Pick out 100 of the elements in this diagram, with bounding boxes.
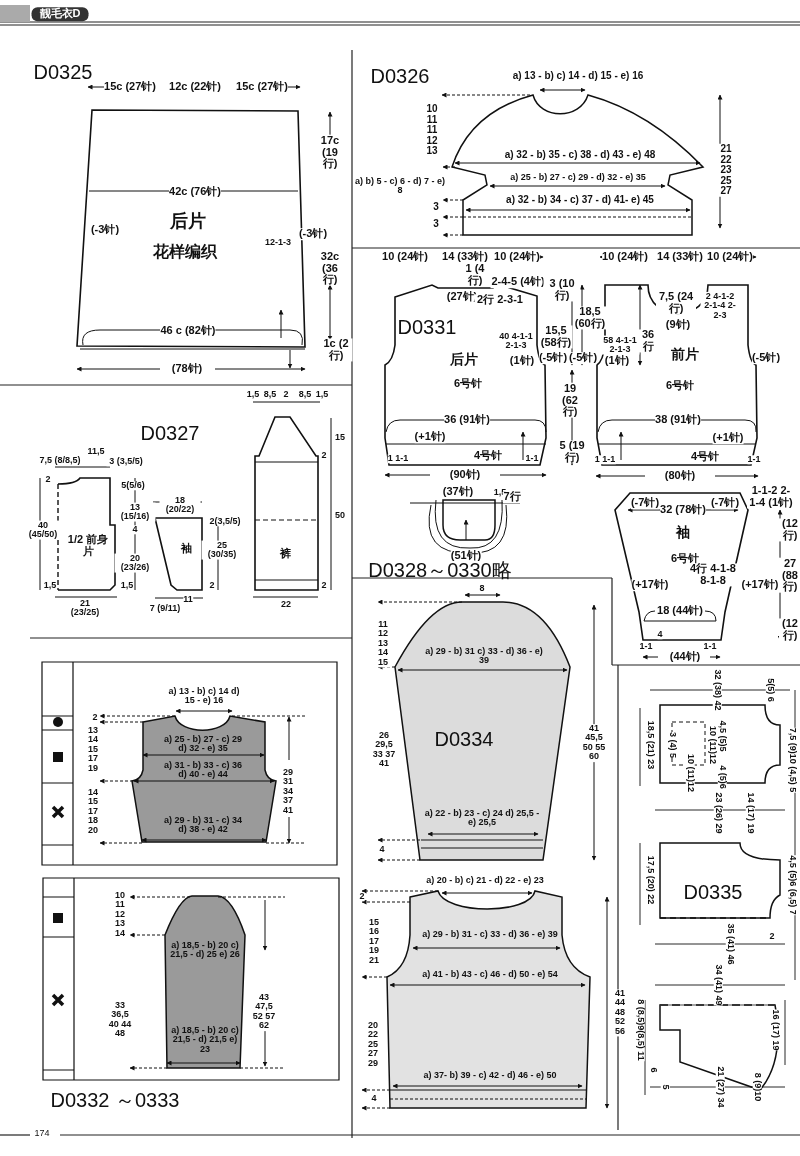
pattern-piece [58,478,116,591]
measurement-label: 5 [660,1084,670,1090]
measurement-label: 38 (91针) [655,414,701,426]
measurement-label: 13 14 15 17 19 [86,726,100,774]
piece-name: 袖 [180,541,192,555]
measurement-label: 7 (9/11) [147,604,183,614]
measurement-label: 50 [335,511,345,521]
measurement-label: 15c (27针) [104,81,156,93]
measurement-label: 2 [283,390,289,400]
measurement-label: 3 [433,201,439,213]
measurement-label: 15 16 17 19 21 [367,918,381,966]
measurement-label: 2 [321,581,327,591]
measurement-label: 40 4-1-1 2-1-3 [496,331,536,351]
piece-name: 裤 [279,546,291,560]
measurement-label: 32 (38) 42 [712,669,722,711]
measurement-label: a) 29 - b) 31 c) 33 - d) 36 - e) 39 [424,646,544,666]
measurement-label: (+17针) [741,579,779,591]
measurement-label: 21 (27) 34 [715,1066,725,1108]
measurement-label: (51针) [450,550,482,562]
measurement-label: 7,5 (9)10 (4,5) 5 [787,727,797,793]
measurement-label: a) 37- b) 39 - c) 42 - d) 46 - e) 50 [423,1071,557,1081]
measurement-label: 2 [359,892,365,902]
measurement-label: 36 (91针) [444,414,490,426]
measurement-label: 1,5 [315,390,329,400]
measurement-label: 3 [433,218,439,230]
measurement-label: (1针) [509,355,535,367]
measurement-label: 14 (33针) [657,251,703,263]
measurement-label: 14 (33针) [442,251,488,263]
measurement-label: a) b) 5 - c) 6 - d) 7 - e) 8 [355,176,445,196]
measurement-label: 3 (4) 5 [667,732,677,758]
needle-size-label: 6号针 [670,551,700,564]
measurement-label: 8 (8,5)9(8,5) 11 [635,999,645,1061]
measurement-label: (1针) [604,355,630,367]
measurement-label: a) 31 - b) 33 - c) 36 d) 40 - e) 44 [163,760,243,780]
header-tab: 靓毛衣D [31,7,89,21]
measurement-label: 18 (44针) [657,605,703,617]
sleeve-piece [153,517,203,591]
measurement-label: 1 1-1 [387,454,409,464]
measurement-label: 4 [657,630,663,640]
measurement-label: 58 4-1-1 2-1-3 [600,335,640,355]
measurement-label: 10 (11)12 [685,754,695,792]
measurement-label: 34 (41) 49 [713,964,723,1006]
measurement-label: 10 (24针) [382,251,428,263]
needle-size-label: 4号针 [473,448,503,462]
measurement-label: (37针) [442,486,474,498]
measurement-label: 1,5 [246,390,260,400]
measurement-label: 1-1 [703,642,717,652]
measurement-label: (-3针) [298,228,328,240]
measurement-label: 43 47,5 52 57 62 [251,993,277,1031]
pattern-number: D0331 [397,316,457,338]
measurement-label: 26 29,5 33 37 41 [372,731,396,769]
measurement-label: 11 12 13 14 15 [376,620,390,668]
measurement-label: 2-4-5 (4针) [490,276,546,288]
measurement-label: (80针) [664,470,696,482]
piece-name: 1/2 前身片 [66,532,110,558]
measurement-label: (78针) [171,363,203,375]
measurement-label: 41 45,5 50 55 60 [582,724,606,762]
measurement-label: 11 [183,595,193,605]
measurement-label: 12-1-3 [265,238,291,248]
needle-size-label: 6号针 [665,378,695,392]
measurement-label: (44针) [669,651,701,663]
pattern-number: D0332 ～0333 [50,1089,180,1111]
measurement-label: 33 36,5 40 44 48 [107,1001,133,1039]
measurement-label: a) 29 - b) 31 - c) 34 d) 38 - e) 42 [163,815,243,835]
measurement-label: 3 (3,5/5) [106,457,146,467]
measurement-label: 10 (11)12 [707,726,717,764]
measurement-label: 4 [371,1094,377,1104]
measurement-label: a) 20 - b) c) 21 - d) 22 - e) 23 [426,876,544,886]
needle-size-label: 4号针 [690,449,720,463]
measurement-label: 2(3,5/5) [209,517,241,527]
measurement-label: 3 (10行) [543,278,581,302]
measurement-label: 17,5 (20) 22 [645,855,655,905]
measurement-label: a) 32 - b) 35 - c) 38 - d) 43 - e) 48 [504,149,656,161]
measurement-label: a) 25 - b) 27 - c) 29 - d) 32 - e) 35 [510,173,646,183]
pattern-number: D0327 [140,422,200,444]
measurement-label: a) 18,5 - b) 20 c) 21,5 - d) 21,5 e) 23 [170,1025,240,1055]
measurement-label: a) 41 - b) 43 - c) 46 - d) 50 - e) 54 [422,970,558,980]
measurement-label: 41 44 48 52 56 [613,989,627,1037]
measurement-label: (-7针) [630,497,660,509]
measurement-label: 1,5 [120,581,134,591]
measurement-label: 4行 4-1-8 8-1-8 [687,563,739,587]
measurement-label: 4,5 (5)5 [717,720,727,752]
measurement-label: a) 22 - b) 23 - c) 24 d) 25,5 - e) 25,5 [423,808,541,828]
needle-size-label: 花样编织 [153,243,217,261]
measurement-label: 10 11 11 12 13 [425,103,439,157]
pattern-number: D0334 [434,728,494,750]
measurement-label: 7,5 (24行) [656,291,696,315]
measurement-label: (12行) [779,518,800,542]
measurement-label: 4,5 (5)6 (6,5) 7 [787,855,797,915]
measurement-label: 15c (27针) [236,81,288,93]
measurement-label: a) 13 - b) c) 14 - d) 15 - e) 16 [512,70,644,82]
measurement-label: (-5针) [568,352,598,364]
measurement-label: 22 [281,600,291,610]
measurement-label: 11,5 [87,447,105,457]
measurement-label: (-3针) [90,224,120,236]
measurement-label: 1-1 [747,455,761,465]
measurement-label: a) 18,5 - b) 20 c) 21,5 - d) 25 e) 26 [169,940,241,960]
measurement-label: 8,5 [298,390,312,400]
measurement-label: 15 [335,433,345,443]
measurement-label: 2 [45,475,51,485]
